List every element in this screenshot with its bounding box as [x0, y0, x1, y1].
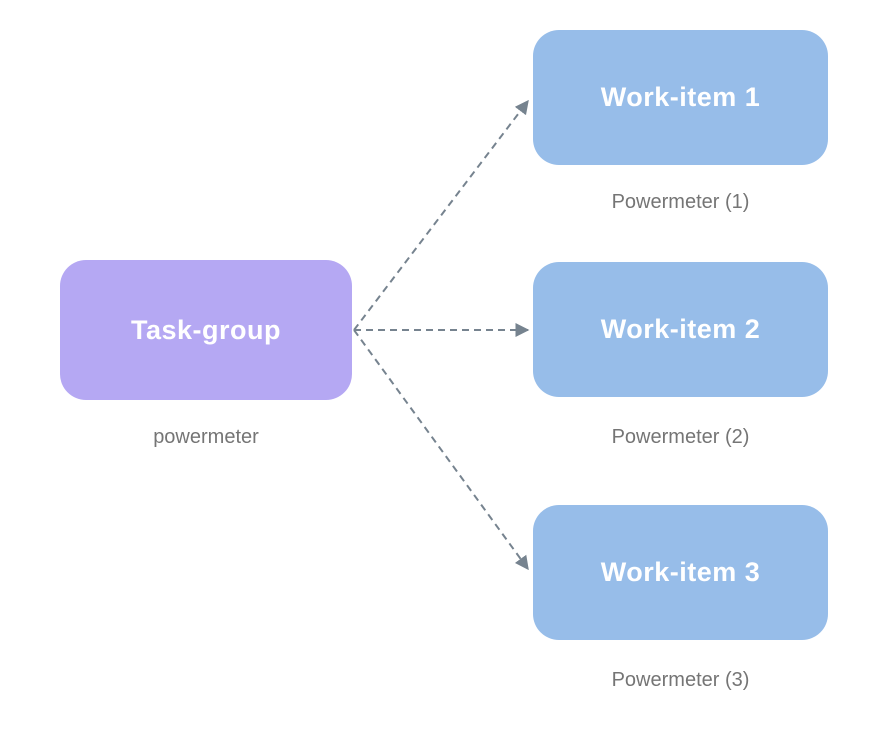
- work-item-3-label: Work-item 3: [600, 557, 761, 587]
- work-item-1-node: Work-item 1: [533, 30, 828, 165]
- connector-arrow-to-work-item-3: [353, 329, 529, 571]
- work-item-2-label: Work-item 2: [600, 314, 761, 344]
- task-group-node: Task-group: [60, 260, 352, 400]
- work-item-3-node: Work-item 3: [533, 505, 828, 640]
- work-item-2-node: Work-item 2: [533, 262, 828, 397]
- connector-arrow-to-work-item-1: [353, 99, 529, 331]
- task-group-label: Task-group: [130, 314, 281, 345]
- task-group-caption: powermeter: [153, 426, 259, 448]
- work-item-1-label: Work-item 1: [600, 82, 761, 112]
- work-item-2-caption: Powermeter (2): [611, 426, 750, 448]
- work-item-1-caption: Powermeter (1): [611, 191, 750, 213]
- work-item-3-caption: Powermeter (3): [611, 669, 750, 691]
